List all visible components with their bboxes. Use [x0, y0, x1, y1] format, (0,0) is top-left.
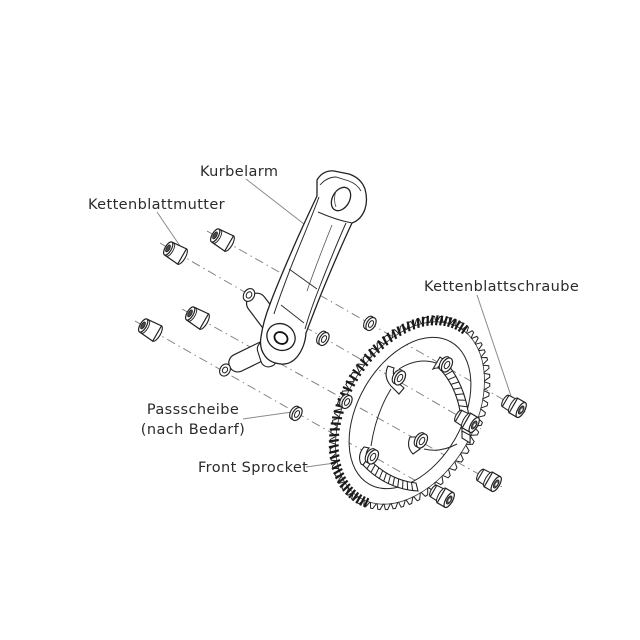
leader-kettenblattschraube: [476, 294, 513, 400]
labels: Kurbelarm Kettenblattmutter Kettenblatts…: [88, 164, 579, 476]
crank-arm-body: [259, 170, 368, 365]
label-passscheibe-2: (nach Bedarf): [141, 422, 245, 438]
leader-kettenblattmutter: [156, 211, 181, 247]
label-kurbelarm: Kurbelarm: [200, 164, 278, 180]
assembly-axis: [134, 320, 456, 504]
shim-washers: [289, 315, 377, 422]
sprocket-cutout-wall: [362, 457, 419, 492]
chainring-nut: [162, 241, 188, 265]
front-sprocket: [328, 315, 491, 511]
assembly-axis: [206, 230, 528, 414]
leader-passscheibe: [242, 411, 293, 420]
sprocket-cutout-edge: [423, 443, 458, 451]
crank-spindle-hole: [273, 331, 289, 345]
sprocket-bolt-hole: [391, 369, 407, 386]
sprocket-cutout-edge: [398, 360, 437, 370]
chainring-nuts: [137, 228, 235, 342]
shim-washer: [339, 393, 353, 410]
sprocket-cutout-edge: [370, 388, 392, 447]
chainring-bolt: [429, 484, 455, 509]
label-kettenblattschraube: Kettenblattschraube: [424, 279, 579, 295]
spider-hole: [245, 291, 253, 299]
sprocket-bolt-hole: [364, 448, 380, 465]
chainring-nut: [209, 228, 235, 252]
chainring-nut: [184, 306, 210, 330]
shim-washer: [316, 330, 330, 347]
assembly-axis: [181, 308, 503, 488]
label-kettenblattmutter: Kettenblattmutter: [88, 197, 225, 213]
label-front-sprocket: Front Sprocket: [198, 460, 308, 476]
spider-hole: [221, 366, 229, 374]
pedal-hole: [330, 186, 352, 212]
chainring-bolt: [501, 394, 527, 419]
crank-arm: [219, 170, 368, 377]
label-passscheibe-1: Passscheibe: [147, 402, 239, 418]
sprocket-teeth-ring: [329, 315, 491, 511]
chainring-nut: [137, 318, 163, 342]
sprocket-bolt-hole: [438, 356, 454, 373]
label-leader-lines: [156, 178, 513, 468]
leader-kurbelarm: [245, 178, 305, 225]
chainring-bolt: [476, 468, 502, 493]
shim-washer: [289, 405, 303, 422]
sprocket-bolt-hole: [413, 432, 429, 449]
chainring-bolt: [454, 409, 480, 434]
shim-washer: [363, 315, 377, 332]
sprocket-cutout-wall: [437, 360, 471, 444]
chainring-bolts: [429, 394, 527, 509]
